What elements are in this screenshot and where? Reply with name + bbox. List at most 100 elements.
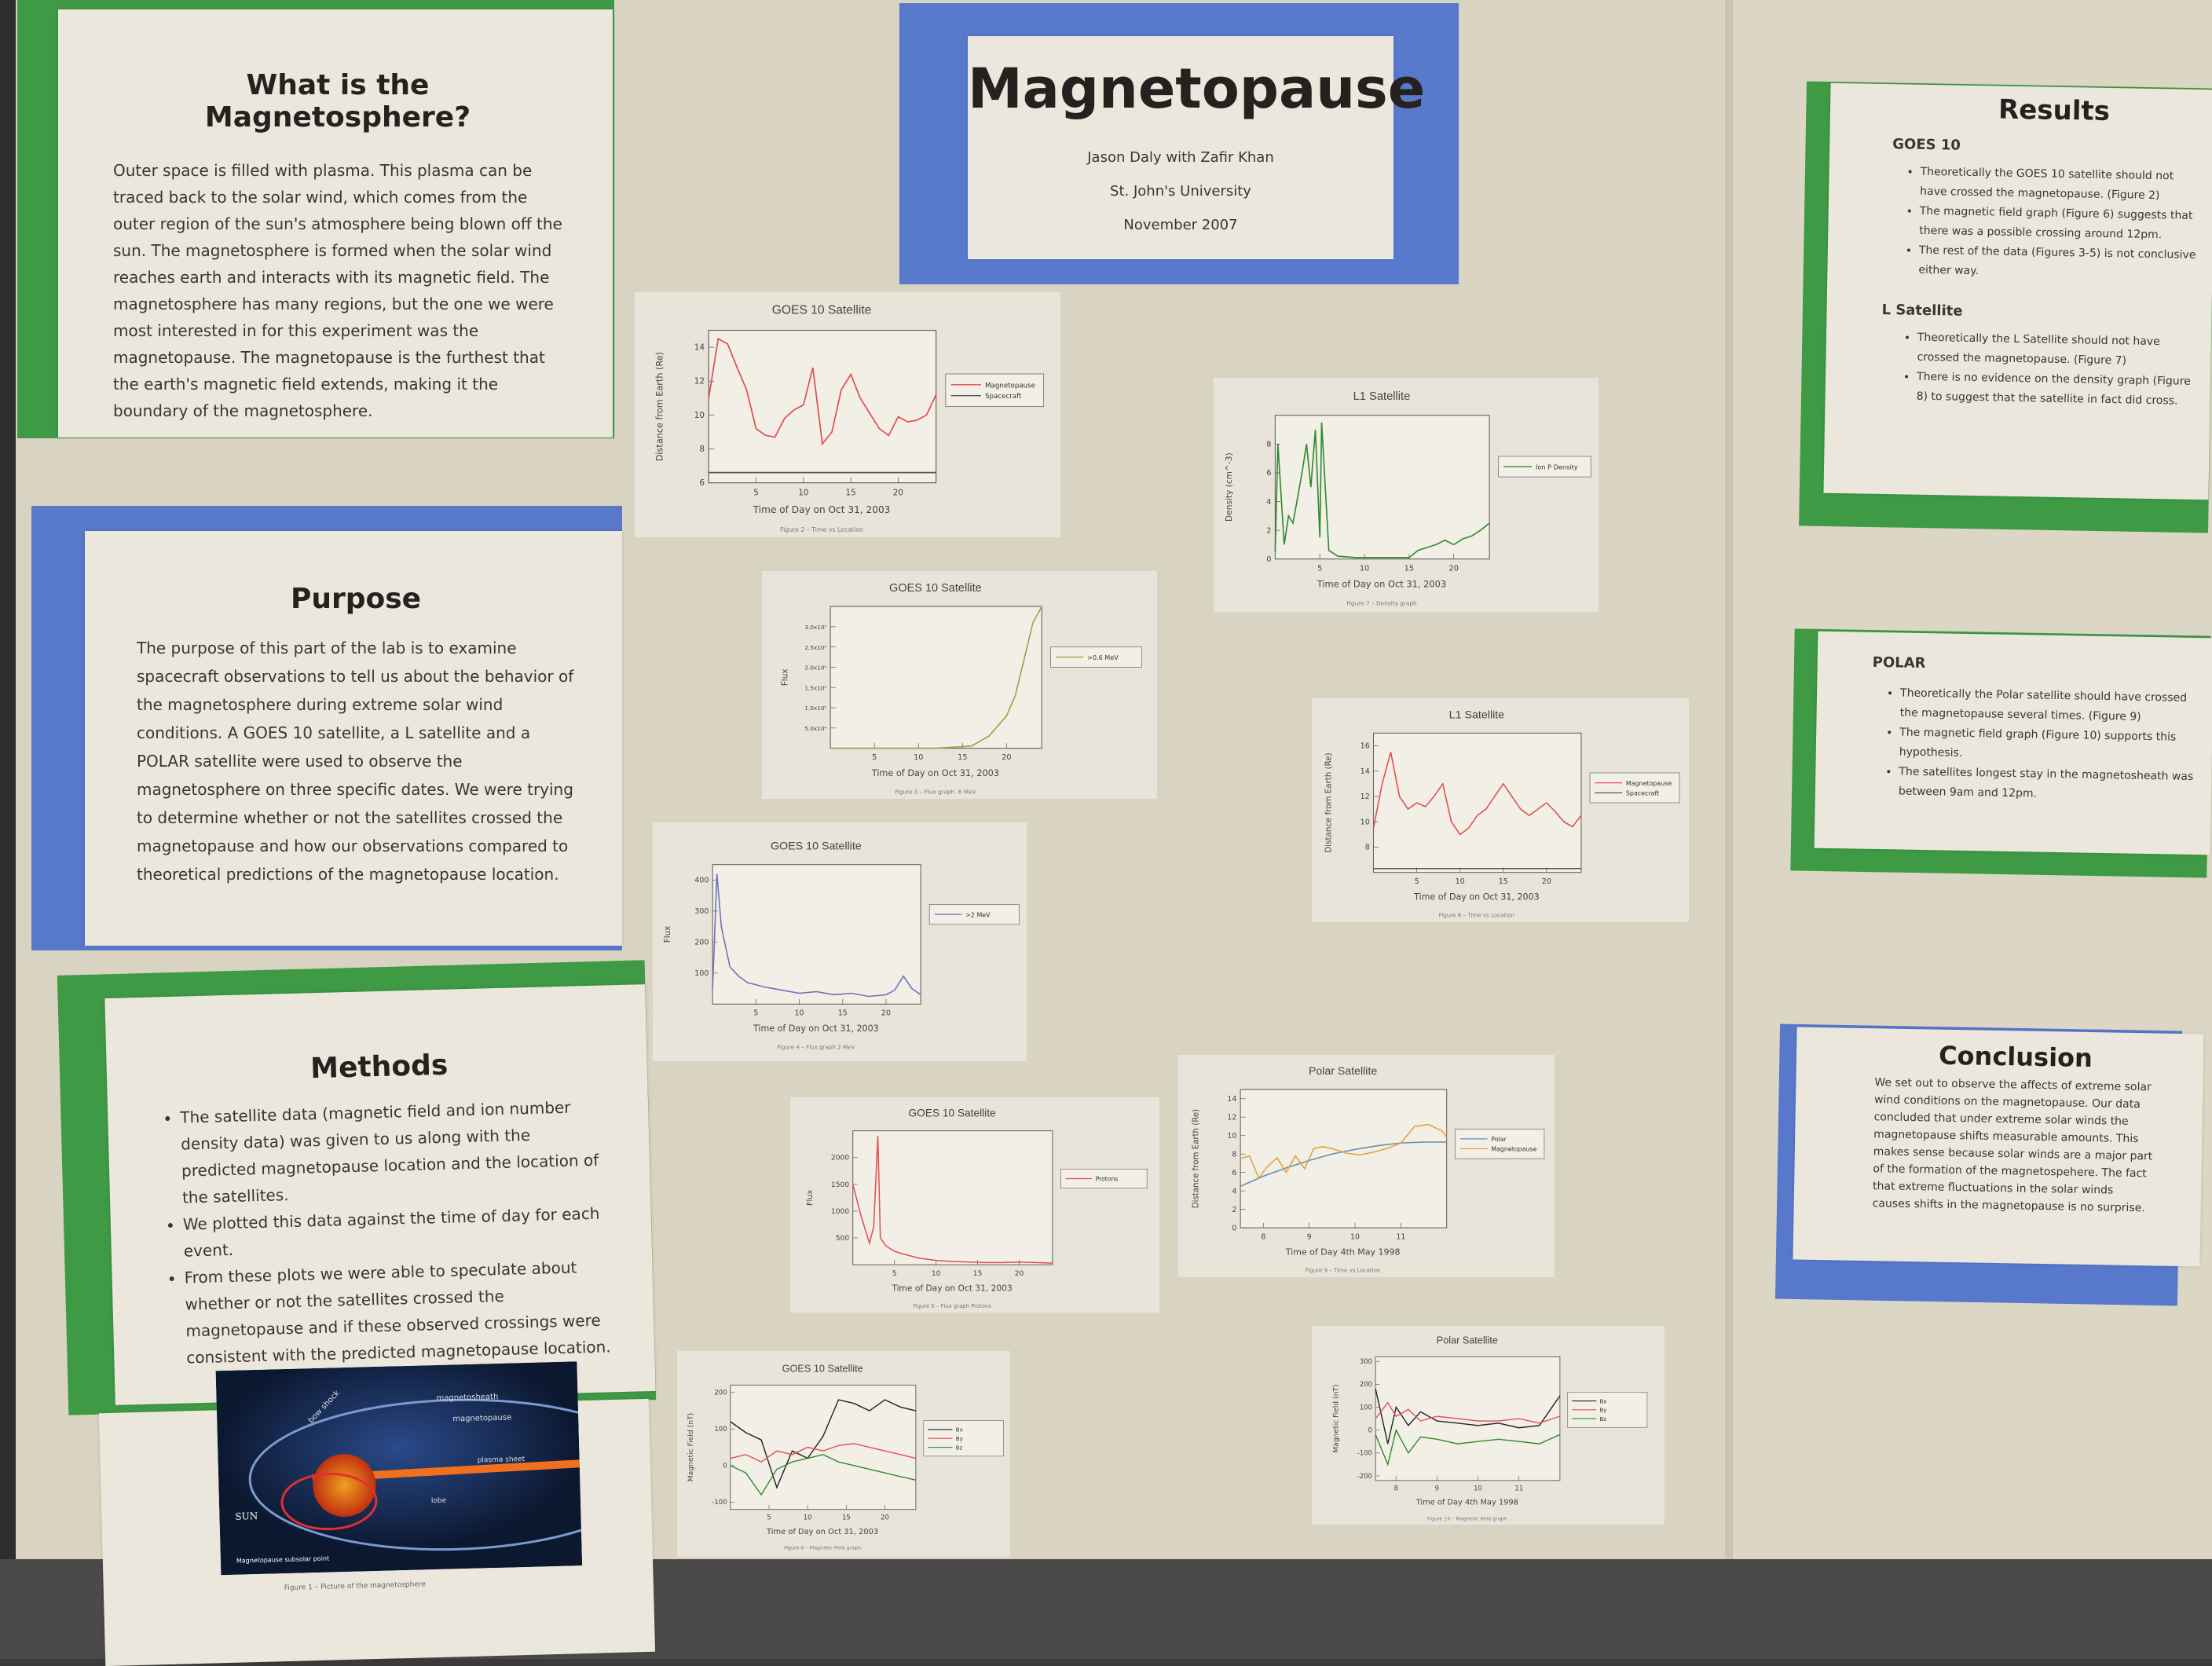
conclusion-heading: Conclusion: [1938, 1040, 2093, 1074]
legend-label: Ion P Density: [1536, 463, 1578, 471]
x-tick-label: 15: [1499, 877, 1508, 886]
y-tick-label: 8: [1266, 441, 1271, 449]
y-tick-label: 6: [1232, 1169, 1236, 1177]
results-bullet: Theoretically the L Satellite should not…: [1917, 328, 2196, 372]
legend-label: Bz: [956, 1444, 963, 1451]
y-tick-label: 4: [1232, 1187, 1236, 1195]
y-tick-label: 400: [694, 877, 709, 885]
date: November 2007: [1123, 217, 1238, 233]
series-line-by: [730, 1443, 917, 1463]
results-bullet: The magnetic field graph (Figure 6) sugg…: [1919, 202, 2198, 246]
legend-label: >0.6 MeV: [1087, 654, 1119, 661]
y-tick-label: 12: [1227, 1113, 1236, 1122]
x-tick-label: 11: [1514, 1484, 1523, 1492]
figure1-panel: bow shock magnetosheath magnetopause SUN…: [98, 1361, 656, 1666]
y-tick-label: 14: [694, 343, 705, 353]
series-line-bz: [1375, 1428, 1561, 1466]
x-tick-label: 15: [973, 1270, 983, 1278]
x-tick-label: 10: [1474, 1484, 1482, 1492]
y-tick-label: 6: [699, 478, 705, 488]
figure-caption: Figure 3 – Flux graph .6 MeV: [895, 789, 976, 796]
figure-caption: Figure 10 – Magnetic field graph: [1427, 1516, 1507, 1521]
y-tick-label: 16: [1361, 742, 1370, 751]
series-line-2mev: [712, 873, 921, 998]
figure-caption: Figure 9 – Time vs Location: [1306, 1267, 1381, 1274]
x-tick-label: 9: [1435, 1484, 1439, 1492]
x-tick-label: 11: [1396, 1232, 1405, 1241]
legend-label: Bz: [1599, 1415, 1606, 1423]
figure1-label: magnetopause: [452, 1413, 511, 1423]
y-tick-label: 500: [836, 1235, 850, 1243]
x-tick-label: 20: [893, 488, 903, 497]
chart-title: GOES 10 Satellite: [909, 1107, 996, 1119]
x-tick-label: 9: [1307, 1232, 1312, 1241]
x-tick-label: 15: [842, 1513, 851, 1521]
x-tick-label: 10: [1456, 877, 1465, 886]
plot-area: [852, 1130, 1053, 1265]
methods-heading: Methods: [309, 1049, 449, 1086]
x-tick-label: 20: [1015, 1270, 1024, 1278]
y-tick-label: 5.0x10⁴: [804, 725, 826, 732]
x-tick-label: 8: [1261, 1232, 1265, 1241]
purpose-panel: Purpose The purpose of this part of the …: [85, 531, 622, 946]
plot-area: [830, 606, 1042, 749]
y-tick-label: 0: [1368, 1426, 1372, 1433]
y-tick-label: 200: [694, 939, 709, 947]
y-tick-label: 100: [1360, 1403, 1372, 1411]
series-line-ionpdensity: [1274, 422, 1490, 558]
purpose-text: The purpose of this part of the lab is t…: [137, 639, 574, 884]
x-tick-label: 5: [1415, 877, 1419, 886]
figure1-label: plasma sheet: [478, 1455, 526, 1465]
y-tick-label: 8: [1232, 1150, 1236, 1159]
figure-caption: Figure 2 – Time vs Location: [780, 526, 863, 533]
y-tick-label: 10: [1227, 1132, 1236, 1141]
results-l-list: Theoretically the L Satellite should not…: [1888, 328, 2196, 412]
y-tick-label: 12: [1361, 793, 1370, 801]
magnetosphere-panel: What is the Magnetosphere? Outer space i…: [58, 9, 613, 438]
x-axis-label: Time of Day on Oct 31, 2003: [891, 1283, 1012, 1294]
y-tick-label: 2: [1266, 526, 1271, 535]
series-line-06mev: [830, 606, 1042, 749]
y-tick-label: 100: [714, 1425, 727, 1433]
series-line-protons: [851, 1136, 1053, 1264]
y-tick-label: 0: [1266, 555, 1271, 564]
y-axis-label: Flux: [663, 926, 672, 943]
y-tick-label: 1.5x10⁵: [804, 684, 826, 691]
polar-panel: POLAR Theoretically the Polar satellite …: [1814, 631, 2212, 855]
polar-heading: POLAR: [1872, 654, 1926, 672]
figure1-caption: Figure 1 – Picture of the magnetosphere: [284, 1580, 427, 1593]
x-tick-label: 5: [892, 1270, 897, 1278]
x-tick-label: 15: [1404, 564, 1414, 573]
results-l-heading: L Satellite: [1881, 301, 1963, 320]
magnetosphere-text: Outer space is filled with plasma. This …: [113, 161, 562, 420]
y-tick-label: 8: [1365, 844, 1370, 852]
methods-panel: Methods The satellite data (magnetic fie…: [104, 984, 656, 1405]
y-tick-label: 2000: [831, 1155, 849, 1163]
purpose-heading: Purpose: [290, 583, 422, 615]
polar-bullet: The satellites longest stay in the magne…: [1899, 762, 2196, 807]
legend-label: Magnetopause: [1626, 780, 1672, 787]
legend-label: Magnetopause: [1491, 1146, 1536, 1153]
x-axis-label: Time of Day on Oct 31, 2003: [871, 768, 999, 778]
y-axis-label: Magnetic Field (nT): [1332, 1385, 1340, 1453]
methods-list: The satellite data (magnetic field and i…: [152, 1093, 616, 1371]
x-axis-label: Time of Day 4th May 1998: [1285, 1247, 1401, 1258]
plot-area: [1372, 732, 1582, 873]
y-tick-label: -200: [1357, 1472, 1372, 1480]
y-tick-label: 4: [1266, 498, 1271, 507]
x-axis-label: Time of Day 4th May 1998: [1415, 1499, 1518, 1507]
y-tick-label: 2: [1232, 1206, 1236, 1214]
y-tick-label: 3.0x10⁵: [804, 624, 826, 631]
results-bullet: The rest of the data (Figures 3-5) is no…: [1918, 241, 2197, 285]
x-tick-label: 8: [1394, 1484, 1398, 1492]
figure1-label: SUN: [235, 1510, 258, 1522]
series-line-magnetopause: [1372, 752, 1582, 836]
figure1-label: magnetosheath: [436, 1393, 498, 1403]
